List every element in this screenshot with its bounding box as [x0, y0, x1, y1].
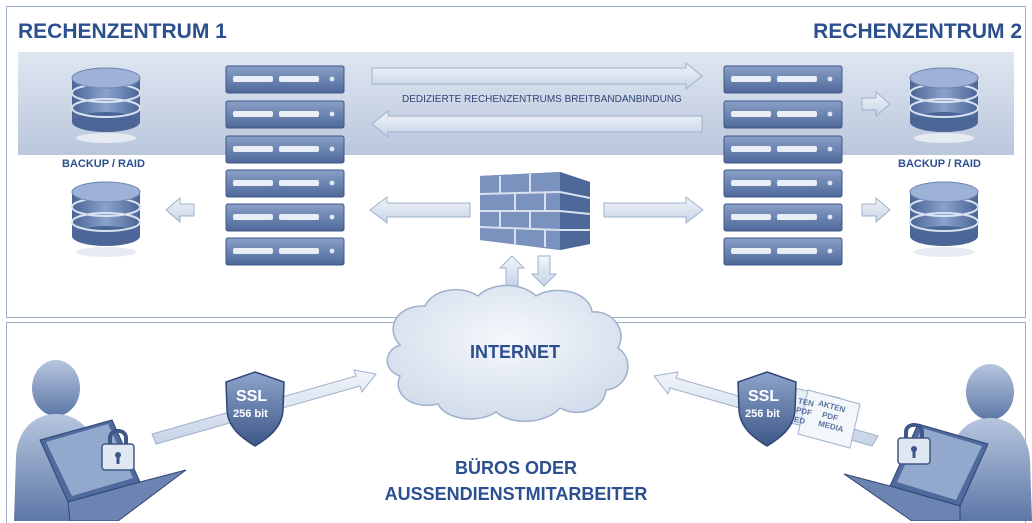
ssl-right-title: SSL — [748, 388, 780, 405]
offices-label-line1: BÜROS ODER — [454, 458, 577, 478]
arrow-left-icon — [369, 195, 471, 225]
arrow-right-icon — [861, 90, 891, 118]
firewall-icon — [479, 172, 591, 250]
internet-label: INTERNET — [470, 342, 560, 362]
arrow-down-icon — [530, 255, 558, 287]
arrow-right-icon — [371, 61, 703, 91]
arrow-right-icon — [603, 195, 704, 225]
datacenter-1-title: RECHENZENTRUM 1 — [18, 20, 227, 43]
ssl-shield-icon — [737, 371, 797, 447]
padlock-icon — [101, 429, 135, 471]
arrow-left-icon — [165, 196, 195, 224]
document-icon — [785, 387, 861, 449]
offices-label-line2: AUSSENDIENSTMITARBEITER — [384, 484, 648, 504]
ssl-shield-icon — [225, 371, 285, 447]
arrow-right-icon — [861, 196, 891, 224]
arrow-up-icon — [498, 255, 526, 287]
link-label: DEDIZIERTE RECHENZENTRUMS BREITBANDANBIN… — [402, 94, 682, 105]
ssl-left-bits: 256 bit — [233, 408, 268, 420]
backup-label-left: BACKUP / RAID — [62, 158, 145, 170]
database-icon — [71, 181, 141, 258]
internet-cloud-icon — [386, 284, 629, 423]
ssl-right-bits: 256 bit — [745, 408, 780, 420]
backup-label-right: BACKUP / RAID — [898, 158, 981, 170]
database-icon — [909, 181, 979, 258]
arrow-left-icon — [371, 109, 703, 139]
ssl-left-title: SSL — [236, 388, 268, 405]
padlock-icon — [897, 423, 931, 465]
datacenter-2-title: RECHENZENTRUM 2 — [813, 20, 1022, 43]
